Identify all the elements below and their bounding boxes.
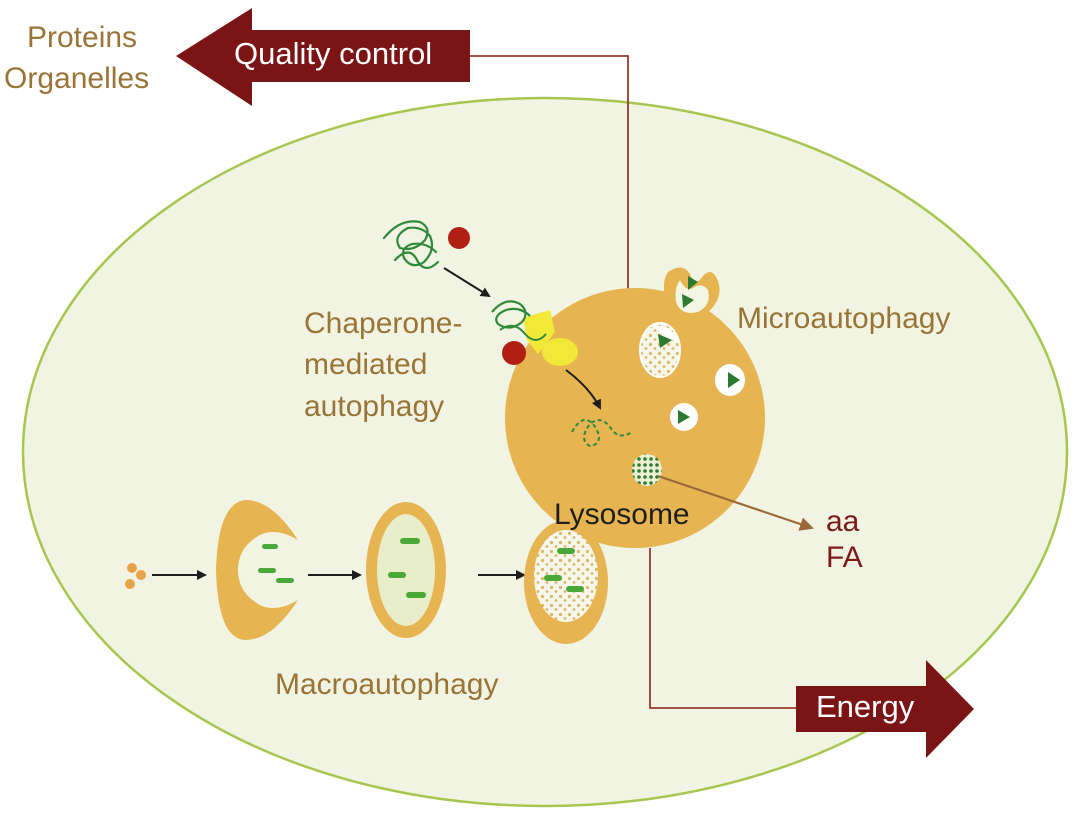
energy-arrow [796,660,974,758]
cma-red-dot-top [448,227,470,249]
microautophagy-invagination [663,267,720,320]
label-macroautophagy: Macroautophagy [275,668,499,701]
label-organelles: Organelles [4,62,150,95]
phagophore [216,500,298,640]
label-quality-control: Quality control [234,36,433,71]
label-chaperone-line2: mediated [304,348,428,381]
energy-connector [649,548,800,709]
label-chaperone-line1: Chaperone- [304,307,463,340]
cma-substrate-protein [382,220,440,270]
cma-arrow-2 [565,369,601,410]
label-lysosome: Lysosome [554,498,690,531]
autophagosome [366,502,446,638]
quality-control-arrow [176,8,470,106]
label-microautophagy: Microautophagy [737,302,951,335]
cma-arrow-1 [443,267,491,298]
quality-control-connector [470,55,629,300]
autolysosome [524,520,608,644]
label-fa: FA [826,541,863,574]
label-chaperone-line3: autophagy [304,390,445,423]
label-aa: aa [826,505,860,538]
label-proteins: Proteins [27,21,138,54]
cma-red-dot-bottom [502,341,526,365]
macroautophagy-cargo [125,563,146,589]
label-energy: Energy [816,689,915,724]
cma-unfolded-protein [571,419,633,448]
cma-chaperone-complex [491,300,578,366]
nutrient-release-arrow [657,474,814,531]
microautophagy-vesicles [632,322,745,486]
